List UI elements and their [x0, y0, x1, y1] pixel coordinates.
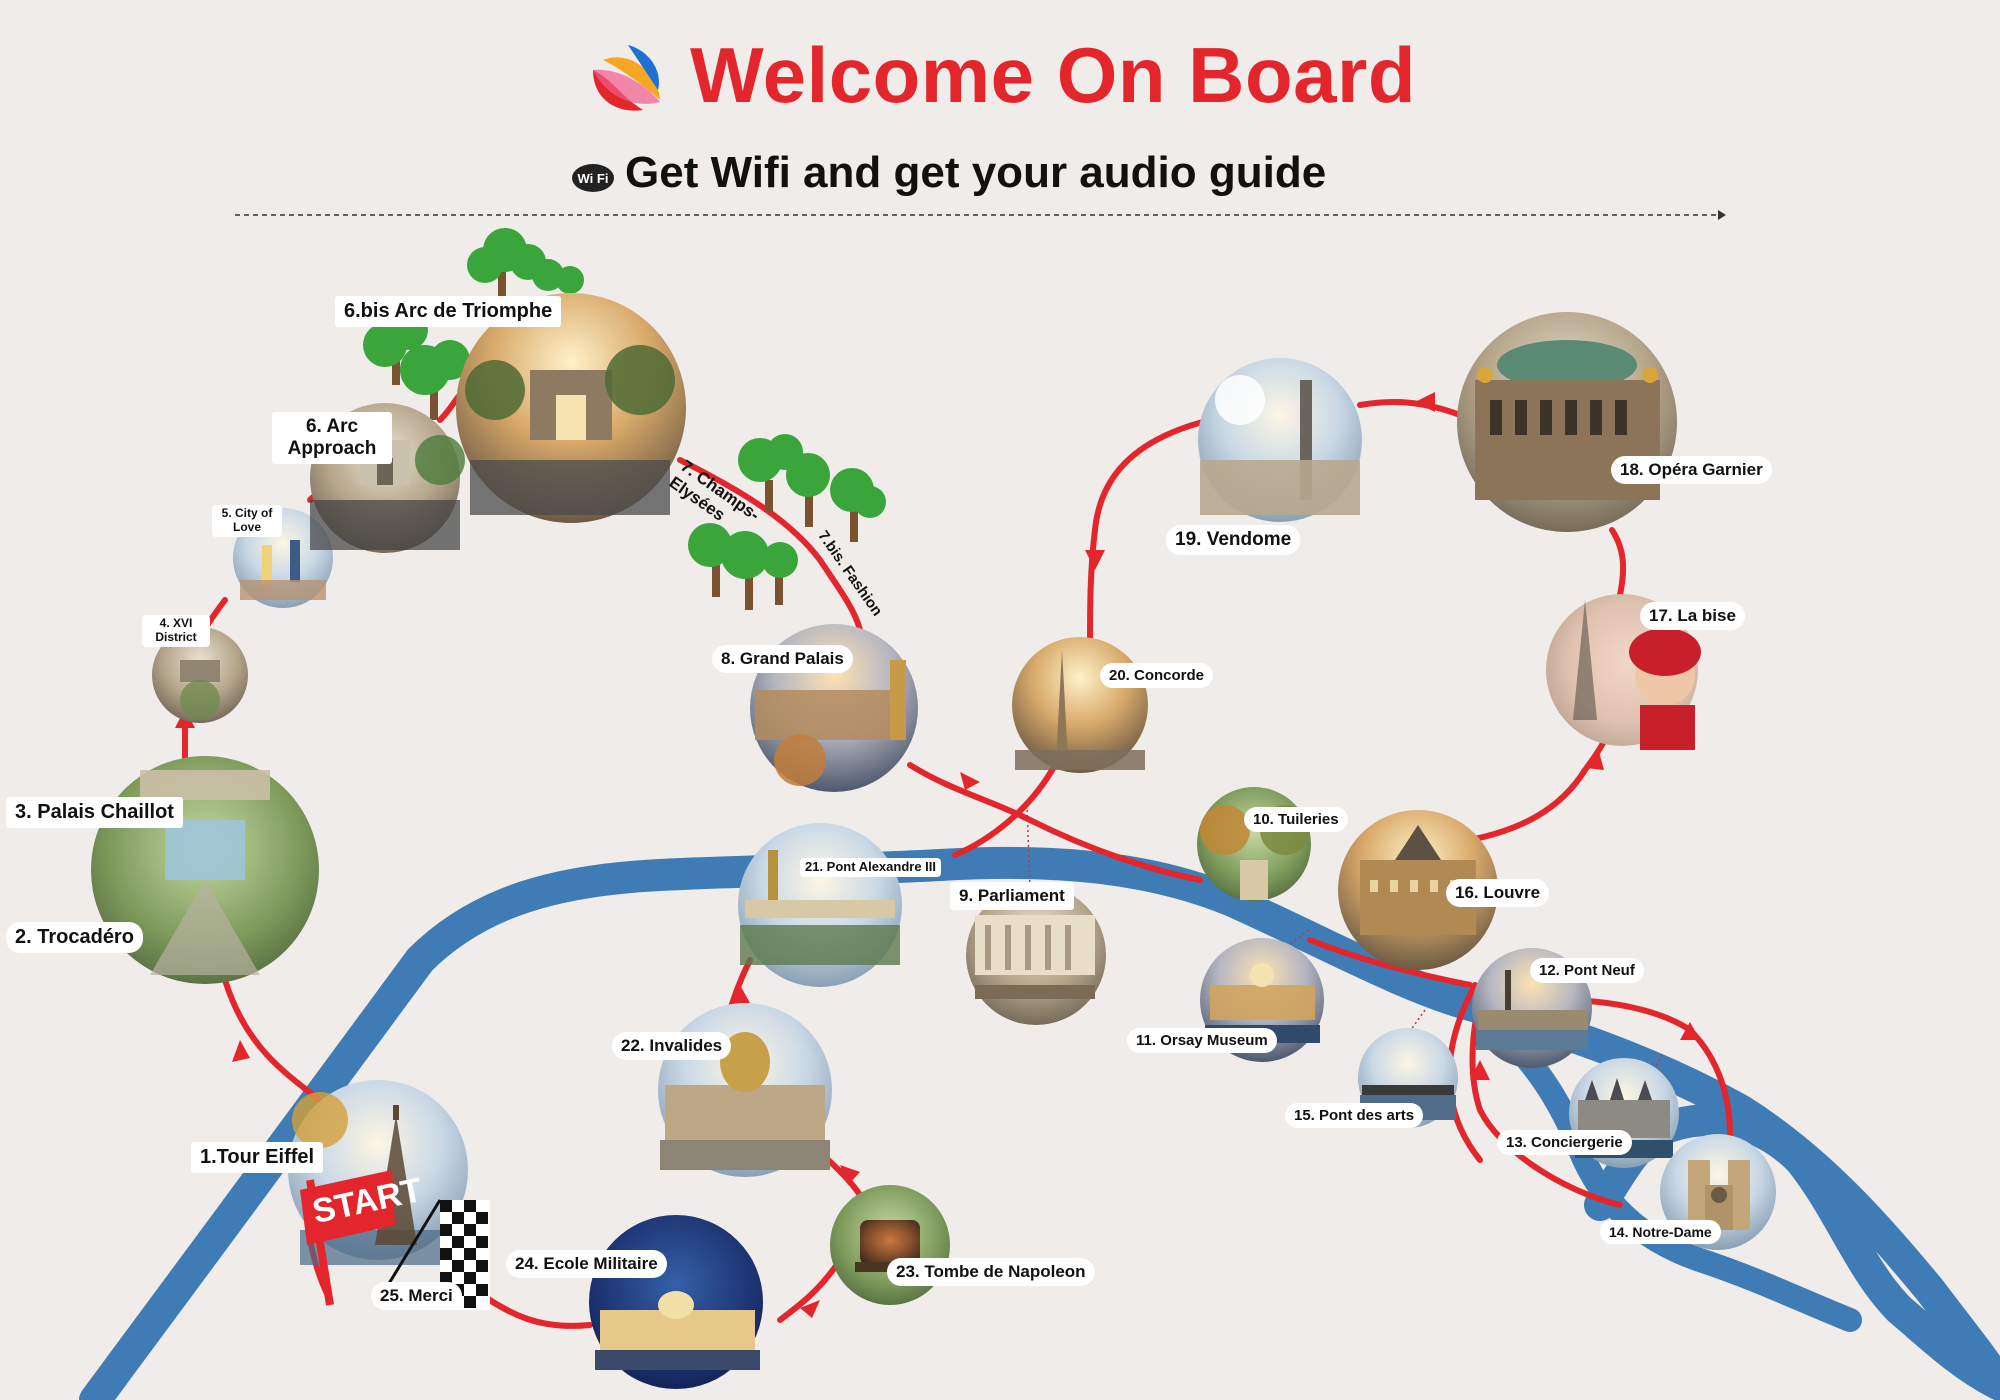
photo-invalides[interactable]	[658, 1003, 832, 1177]
stop-label-opera-garnier[interactable]: 18. Opéra Garnier	[1611, 456, 1772, 484]
photo-parliament[interactable]	[966, 885, 1106, 1025]
stop-label-la-bise[interactable]: 17. La bise	[1640, 602, 1745, 630]
stop-label-vendome[interactable]: 19. Vendome	[1166, 525, 1301, 555]
stop-label-trocadero[interactable]: 2. Trocadéro	[6, 922, 143, 953]
route-direction-arrows	[175, 392, 1700, 1318]
tree-icon	[400, 340, 470, 420]
tree-decorations	[363, 228, 886, 610]
photo-tuileries[interactable]	[1197, 787, 1311, 901]
stop-label-palais-chaillot[interactable]: 3. Palais Chaillot	[6, 797, 183, 828]
stop-label-notre-dame[interactable]: 14. Notre-Dame	[1600, 1220, 1721, 1245]
stop-label-tour-eiffel[interactable]: 1.Tour Eiffel	[191, 1142, 324, 1173]
divider-arrowhead	[1718, 210, 1726, 220]
stop-label-grand-palais[interactable]: 8. Grand Palais	[712, 645, 853, 673]
stop-label-merci[interactable]: 25. Merci	[371, 1282, 462, 1310]
page-title: Welcome On Board	[690, 31, 1417, 119]
stop-label-pont-alexandre-iii[interactable]: 21. Pont Alexandre III	[800, 858, 942, 877]
photo-pont-alexandre-iii[interactable]	[738, 823, 902, 987]
stop-label-conciergerie[interactable]: 13. Conciergerie	[1497, 1130, 1632, 1156]
tree-icon	[467, 228, 584, 298]
stop-label-parliament[interactable]: 9. Parliament	[950, 882, 1074, 910]
photo-xvi-district[interactable]	[152, 627, 248, 723]
photo-louvre[interactable]	[1338, 810, 1498, 970]
tree-icon	[738, 434, 803, 512]
stop-label-concorde[interactable]: 20. Concorde	[1100, 663, 1214, 689]
stop-label-arc-de-triomphe[interactable]: 6.bis Arc de Triomphe	[335, 296, 562, 327]
stop-label-orsay-museum[interactable]: 11. Orsay Museum	[1127, 1028, 1277, 1054]
stop-label-xvi-district[interactable]: 4. XVI District	[142, 615, 210, 647]
stop-label-louvre[interactable]: 16. Louvre	[1446, 879, 1550, 907]
tree-icon	[762, 542, 798, 605]
stop-label-ecole-militaire[interactable]: 24. Ecole Militaire	[506, 1250, 667, 1278]
photo-tombe-de-napoleon[interactable]	[830, 1185, 950, 1305]
stop-label-invalides[interactable]: 22. Invalides	[612, 1032, 732, 1060]
stop-label-tuileries[interactable]: 10. Tuileries	[1244, 807, 1348, 833]
tree-icon	[786, 453, 830, 527]
stop-label-pont-des-arts[interactable]: 15. Pont des arts	[1285, 1103, 1424, 1129]
stop-label-pont-neuf[interactable]: 12. Pont Neuf	[1530, 958, 1644, 984]
stop-label-city-of-love[interactable]: 5. City of Love	[212, 505, 282, 537]
tree-icon	[721, 531, 769, 610]
photo-la-bise[interactable]	[1546, 594, 1701, 750]
stop-label-tombe-de-napoleon[interactable]: 23. Tombe de Napoleon	[887, 1258, 1095, 1286]
photo-concorde[interactable]	[1012, 637, 1148, 773]
photo-ecole-militaire[interactable]	[589, 1215, 763, 1389]
photo-arc-de-triomphe[interactable]	[456, 293, 686, 523]
tree-icon	[688, 523, 732, 597]
photo-opera-garnier[interactable]	[1457, 312, 1677, 532]
brand-logo-icon	[593, 45, 660, 111]
photo-vendome[interactable]	[1198, 358, 1362, 522]
page-subtitle: Get Wifi and get your audio guide	[625, 148, 1327, 197]
tree-icon	[830, 468, 886, 542]
river-seine-arm	[1458, 993, 1862, 1332]
stop-label-arc-approach[interactable]: 6. Arc Approach	[272, 412, 392, 464]
start-flag	[300, 1170, 395, 1306]
wifi-icon: Wi Fi	[572, 164, 614, 192]
